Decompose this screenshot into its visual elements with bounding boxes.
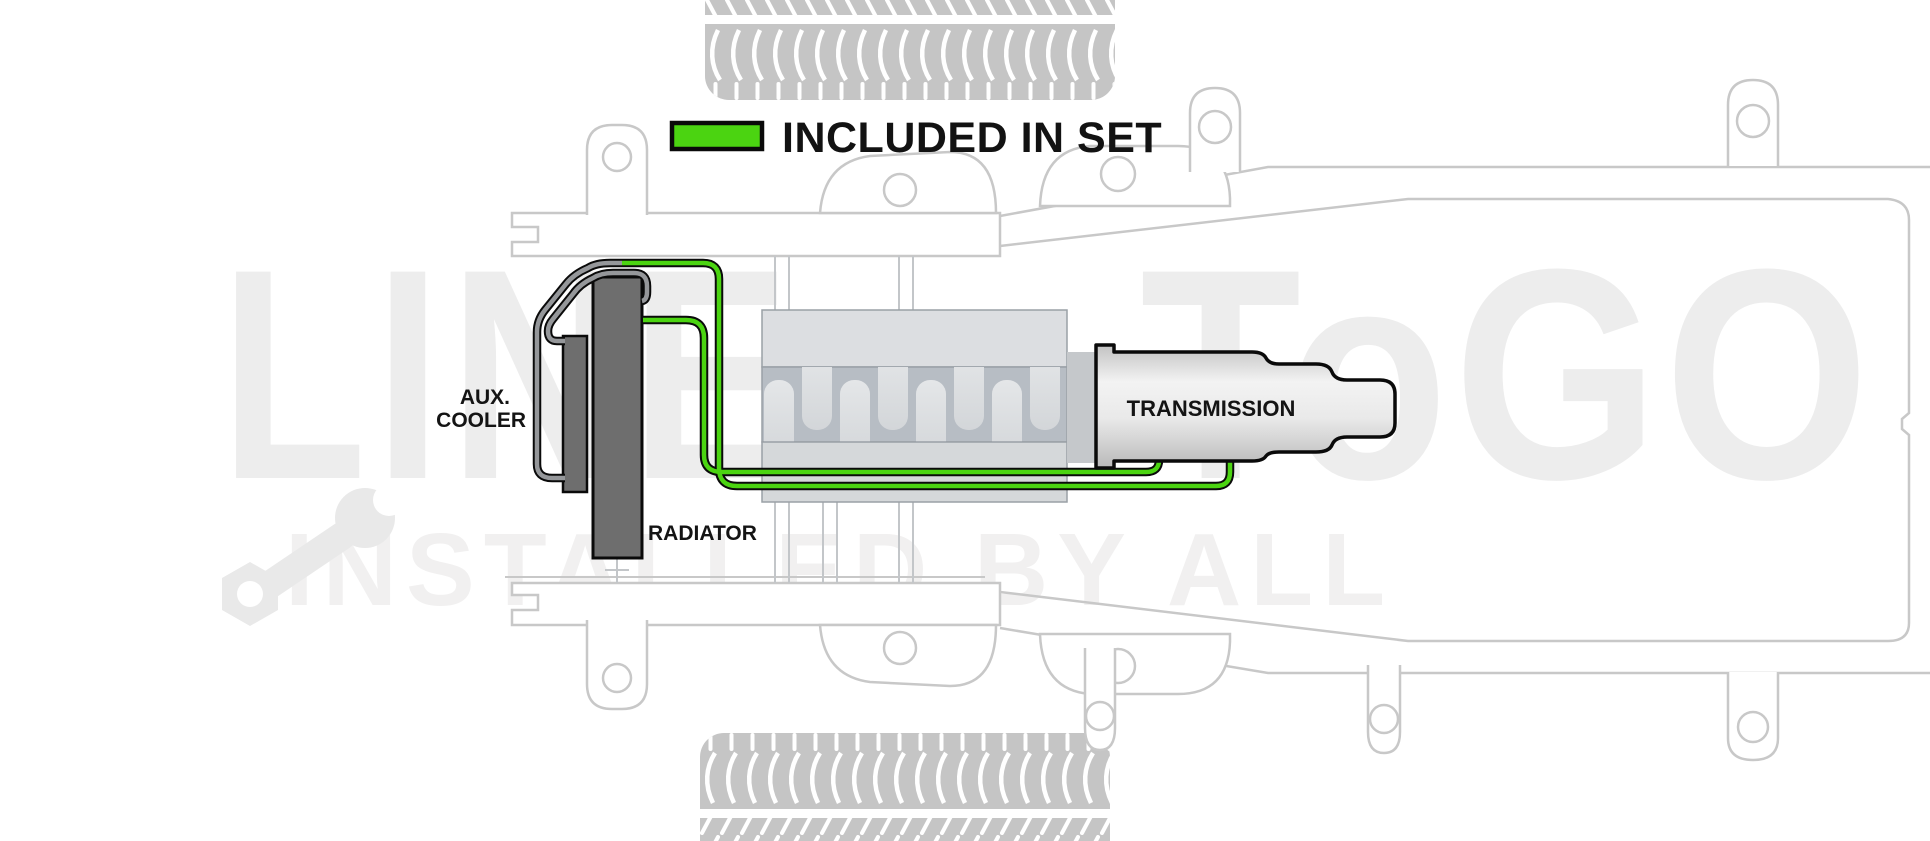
transmission-label: TRANSMISSION: [1127, 396, 1296, 421]
radiator-label: RADIATOR: [648, 522, 757, 545]
tire-front: [705, 0, 1115, 100]
engine-mount-legs: [605, 256, 914, 583]
green-line-mid: [643, 317, 1162, 475]
engine-top-band: [761, 309, 1068, 368]
legend: INCLUDED IN SET: [669, 114, 1162, 162]
engine-cylinders: [764, 367, 1060, 442]
arch-hole-top: [882, 172, 918, 208]
chassis-frame: [505, 78, 1930, 762]
legend-label: INCLUDED IN SET: [782, 114, 1162, 162]
transmission-body: [1094, 343, 1397, 470]
tire-rear: [700, 733, 1110, 841]
front-crossmember-top: [510, 211, 1002, 258]
aux-cooler-label-line1: AUX.: [460, 386, 510, 409]
arch-hole-bottom: [882, 630, 918, 666]
aux-cooler-label-line2: COOLER: [436, 409, 526, 432]
gray-line-inner: [545, 270, 650, 344]
gray-line-outer: [534, 260, 622, 481]
cooler-lines: [532, 258, 1235, 491]
green-line-top: [622, 260, 1233, 489]
aux-cooler-core: [561, 334, 589, 494]
radiator-core: [591, 275, 644, 560]
legend-swatch: [669, 120, 765, 152]
mid-arch-hole-top: [1099, 155, 1137, 193]
wrench-icon: [222, 484, 405, 626]
frame-tabs: [585, 78, 1780, 762]
frame-inner-box: [999, 197, 1911, 643]
front-crossmember-bottom: [510, 581, 1002, 627]
component-labels: AUX. COOLER RADIATOR TRANSMISSION: [436, 386, 1295, 545]
